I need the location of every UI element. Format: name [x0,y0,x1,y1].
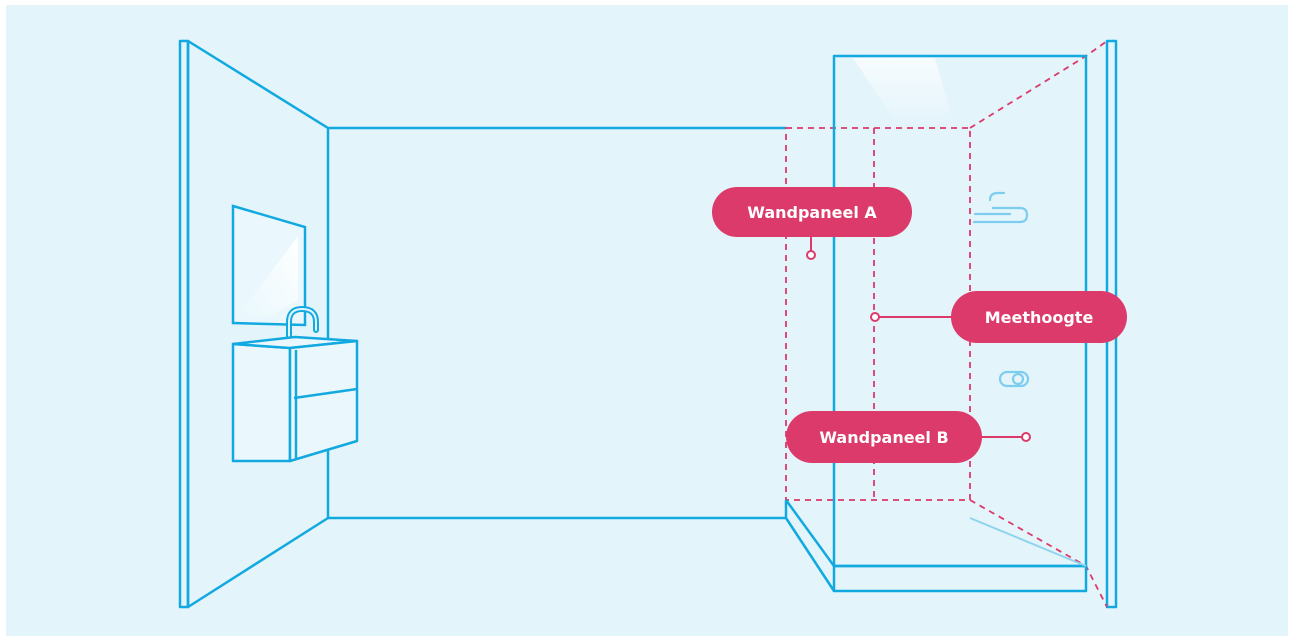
label-height: Meethoogte [985,308,1094,327]
washbasin-icon [231,204,359,463]
shower-head-icon [972,191,1029,224]
callout-height: Meethoogte [951,291,1127,343]
room-outline [178,39,1118,609]
tray-edge [969,517,1087,567]
callout-panel-a: Wandpaneel A [712,187,912,237]
marker-panel-a [806,250,816,260]
panel-a-outline [785,127,971,501]
shower-tray-front [832,564,1088,593]
callout-panel-b: Wandpaneel B [786,411,982,463]
vanity-cabinet [231,335,359,463]
label-panel-a: Wandpaneel A [747,203,877,222]
label-panel-b: Wandpaneel B [819,428,948,447]
mixer-tap-icon [998,370,1030,388]
marker-panel-b [1021,432,1031,442]
marker-height [870,312,880,322]
